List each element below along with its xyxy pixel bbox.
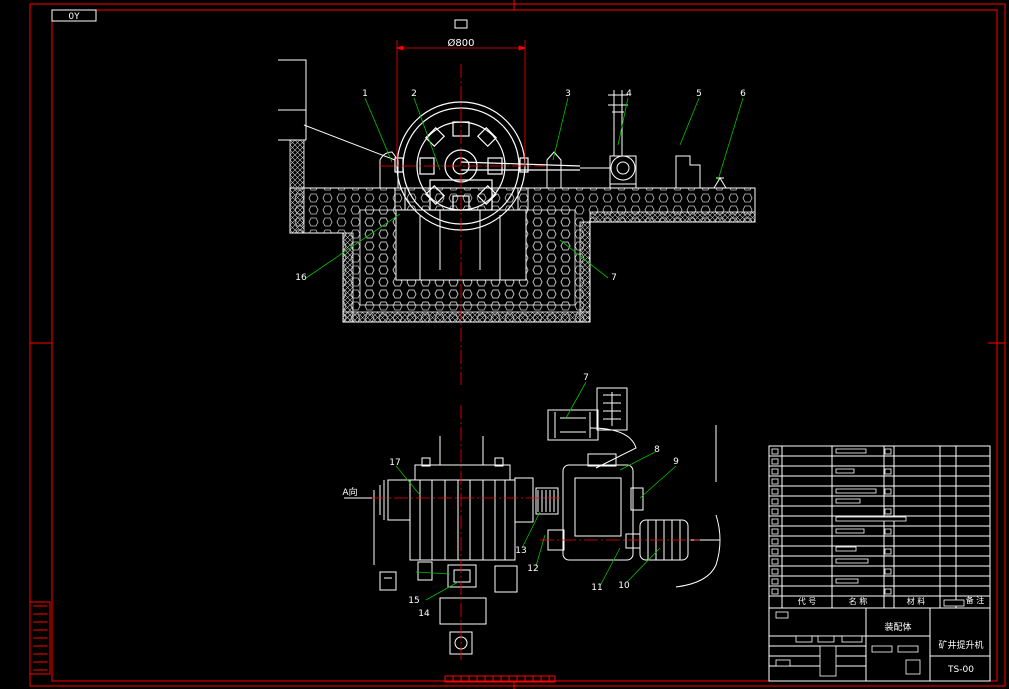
- col-remark: 备 注: [966, 595, 985, 605]
- centerlines-upper: [380, 64, 545, 385]
- callout-5: 5: [696, 89, 702, 99]
- assembly-label: 装配体: [884, 621, 911, 633]
- callout-15: 15: [408, 596, 419, 606]
- sheet-border: [29, 0, 1006, 689]
- corner-tag: 0Y: [51, 9, 97, 22]
- callout-12: 12: [527, 564, 538, 574]
- callout-6: 6: [740, 89, 746, 99]
- diameter-label: Ø800: [448, 37, 475, 49]
- foundation-section: [278, 59, 756, 323]
- drawing-number: TS-00: [947, 665, 974, 675]
- callout-7: 7: [611, 273, 617, 283]
- callouts-upper: 1 2 3 4 5 6 7 16: [295, 89, 746, 283]
- callout-9: 9: [673, 457, 679, 467]
- callout-7b: 7: [583, 373, 589, 383]
- view-label: A向: [342, 486, 357, 498]
- upper-auxiliary-equipment: [580, 90, 727, 189]
- col-material: 材 料: [907, 596, 926, 606]
- callout-16: 16: [295, 273, 307, 283]
- leaders-lower: [395, 381, 677, 601]
- callout-3: 3: [565, 89, 571, 99]
- callout-1: 1: [362, 89, 368, 99]
- dimension-diameter: [395, 40, 527, 166]
- callout-13: 13: [515, 546, 526, 556]
- title-block-text: 代 号 名 称 材 料 备 注 装配体 矿井提升机 TS-00: [798, 595, 985, 675]
- callout-11: 11: [591, 583, 602, 593]
- drawing-name: 矿井提升机: [938, 639, 983, 651]
- callout-2: 2: [411, 89, 417, 99]
- callout-17: 17: [389, 458, 400, 468]
- callout-14: 14: [418, 609, 430, 619]
- callout-4: 4: [626, 89, 632, 99]
- col-code: 代 号: [798, 596, 817, 606]
- parts-list-fills: [771, 448, 965, 677]
- col-name: 名 称: [849, 596, 868, 606]
- bearing-and-brake: [379, 151, 562, 211]
- callout-10: 10: [618, 581, 630, 591]
- callout-8: 8: [654, 445, 660, 455]
- leaders-upper: [305, 97, 744, 279]
- datum-symbol: [454, 19, 468, 29]
- corner-tag-text: 0Y: [68, 12, 80, 22]
- centerlines-lower: [350, 405, 700, 660]
- callouts-lower: 7 8 9 10 11 12 13 14 15 17: [389, 373, 679, 619]
- view-marker: A向: [342, 486, 372, 499]
